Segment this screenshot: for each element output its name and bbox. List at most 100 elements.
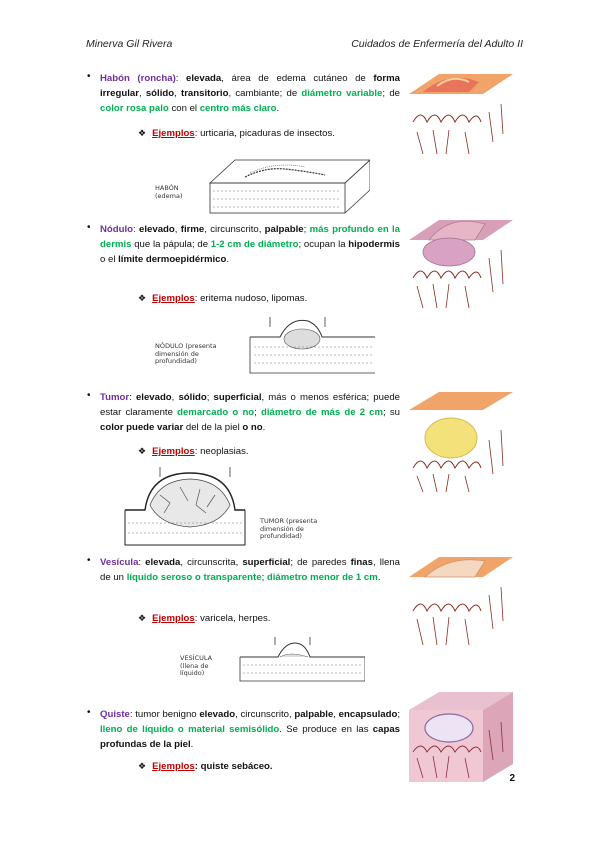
text-highlight: color rosa palo (100, 103, 169, 115)
diagram-label: HABÓN (155, 184, 179, 192)
section-paragraph: Vesícula: elevada, circunscrita, superfi… (100, 555, 400, 585)
diagram-label: dimensión de (260, 524, 304, 533)
text: , circunscrito, (235, 709, 295, 720)
vesicula-skin-illustration (409, 555, 513, 655)
text: , circunscrito, (204, 224, 265, 235)
bullet-icon: • (87, 222, 91, 233)
header-course: Cuidados de Enfermería del Adulto II (351, 38, 523, 50)
example-line: ❖ Ejemplos: quiste sebáceo. (138, 761, 273, 772)
text: . (190, 739, 194, 751)
text-bold: palpable (294, 709, 334, 720)
text-highlight: 1-2 cm de diámetro (210, 239, 299, 251)
text-highlight: diámetro de más de 2 cm (261, 407, 384, 419)
page-number: 2 (509, 773, 515, 784)
vesicula-diagram: VESÍCULA (llena de líquido) (180, 635, 366, 685)
text-bold: o no (242, 422, 263, 434)
diagram-label: TUMOR (presenta (260, 517, 318, 525)
diagram-label: VESÍCULA (180, 654, 213, 662)
text-highlight: líquido seroso o transparente (126, 572, 262, 584)
nodulo-skin-illustration (409, 218, 513, 318)
text-bold: sólido (145, 88, 175, 100)
diagram-label: NÓDULO (presenta (155, 342, 217, 350)
example-label: Ejemplos (152, 128, 195, 139)
example-text: : varicela, herpes. (194, 613, 271, 624)
text: . (276, 103, 280, 115)
example-label: Ejemplos (152, 293, 195, 304)
skin-block-icon (409, 392, 513, 495)
text: , (171, 392, 179, 403)
text-bold: elevada (186, 73, 222, 84)
example-line: ❖ Ejemplos: varicela, herpes. (138, 613, 270, 624)
bullet-icon: • (87, 390, 91, 401)
tumor-diagram-icon (124, 467, 246, 546)
text-bold: elevado (135, 392, 172, 403)
term: Vesícula (100, 557, 139, 568)
section-paragraph: Tumor: elevado, sólido; superficial, más… (100, 390, 400, 436)
text-bold: hipodermis (348, 239, 400, 251)
text-bold: color puede variar (100, 422, 184, 434)
nodulo-diagram: NÓDULO (presenta dimensión de profundida… (150, 315, 375, 375)
diamond-bullet-icon: ❖ (138, 293, 147, 303)
tumor-diagram: TUMOR (presenta dimensión de profundidad… (120, 465, 355, 550)
text-bold: elevada (145, 557, 181, 568)
term: Quiste (100, 709, 130, 720)
habon-skin-illustration (409, 72, 513, 167)
text-bold: forma irregular (100, 73, 400, 100)
text-bold: sólido (178, 392, 207, 403)
diamond-bullet-icon: ❖ (138, 613, 147, 623)
text: ; (303, 224, 310, 235)
diamond-bullet-icon: ❖ (138, 761, 147, 771)
diamond-bullet-icon: ❖ (138, 128, 147, 138)
text: : (133, 224, 140, 235)
term: Tumor (100, 392, 130, 403)
example-line: ❖ Ejemplos: urticaria, picaduras de insec… (138, 128, 335, 139)
text: . (377, 572, 381, 584)
text: . (226, 254, 230, 266)
bullet-icon: • (87, 71, 91, 82)
text: ; (254, 407, 261, 419)
text-bold: encapsulado (338, 709, 398, 720)
example-label: Ejemplos (152, 761, 195, 772)
skin-block-icon (409, 557, 513, 652)
section-vesicula: • Vesícula: elevada, circunscrita, super… (87, 555, 400, 585)
skin-block-icon (409, 692, 513, 782)
text: ; de paredes (290, 557, 351, 568)
text: . Se produce en las (279, 724, 373, 736)
diagram-label: profundidad) (260, 532, 302, 540)
text-bold: superficial (242, 557, 291, 568)
text: , más o menos esférica; puede estar clar… (100, 392, 400, 419)
text-highlight: diámetro menor de 1 cm (266, 572, 378, 584)
diagram-label: (llena de (180, 661, 209, 670)
habon-diagram-icon (208, 159, 372, 214)
example-line: ❖Ejemplos: neoplasias. (138, 446, 249, 457)
text-bold: límite dermoepidérmico (118, 254, 227, 266)
quiste-skin-illustration (409, 690, 513, 785)
text-bold: elevado (199, 709, 236, 720)
section-tumor: • Tumor: elevado, sólido; superficial, m… (87, 390, 400, 436)
diagram-label: (edema) (155, 191, 183, 200)
text: , cambiante; de (228, 88, 302, 100)
text-highlight: más profundo en la dermis (100, 224, 400, 251)
example-label: Ejemplos (152, 613, 195, 624)
text: ; (397, 709, 400, 720)
text: : tumor benigno (129, 709, 200, 720)
header-author: Minerva Gil Rivera (86, 38, 173, 50)
text: ; (261, 572, 267, 584)
text: , (138, 88, 146, 100)
example-text: : eritema nudoso, lipomas. (194, 293, 308, 304)
example-text: : quiste sebáceo. (194, 761, 273, 772)
example-text: : neoplasias. (194, 446, 249, 457)
term: Habón (roncha) (100, 73, 176, 84)
text-highlight: lleno de líquido o material semisólido (100, 724, 280, 736)
text: con el (168, 103, 200, 115)
text: ; su (383, 407, 401, 419)
text: ; (206, 392, 214, 403)
section-habon: • Habón (roncha): elevada, área de edema… (87, 71, 400, 117)
section-quiste: • Quiste: tumor benigno elevado, circuns… (87, 707, 400, 753)
text-bold: finas (350, 557, 373, 568)
example-text: : urticaria, picaduras de insectos. (194, 128, 335, 139)
text-bold: firme (180, 224, 205, 235)
section-paragraph: Quiste: tumor benigno elevado, circunscr… (100, 707, 400, 753)
text: o el (100, 254, 119, 266)
nodulo-diagram-icon (249, 317, 375, 374)
